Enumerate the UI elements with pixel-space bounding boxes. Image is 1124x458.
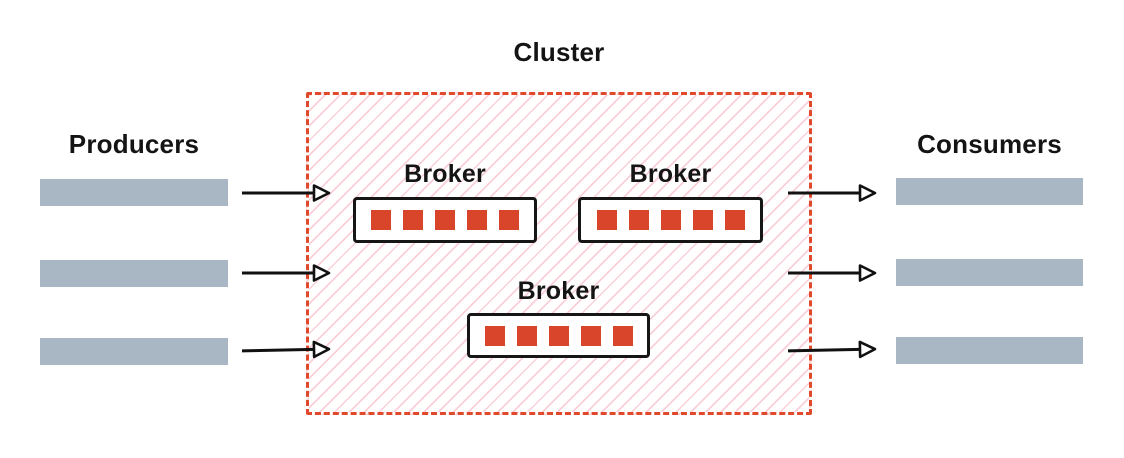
partition-square (467, 210, 487, 230)
partition-square (516, 325, 537, 346)
broker-box (467, 313, 650, 358)
arrow-right-icon (788, 184, 877, 202)
consumers-label: Consumers (917, 129, 1062, 159)
broker-label: Broker (629, 160, 712, 188)
producer-bar (40, 260, 228, 287)
producer-bar (40, 179, 228, 206)
arrow-right-icon (241, 340, 331, 359)
arrow-right-icon (788, 264, 877, 282)
broker-label: Broker (404, 160, 486, 188)
broker-box (578, 197, 763, 243)
partition-square (371, 210, 391, 230)
consumer-bar (896, 337, 1083, 364)
partition-square (724, 210, 745, 230)
partition-square (484, 325, 505, 346)
arrow-right-icon (787, 340, 877, 359)
producer-bar (40, 338, 228, 365)
partition-square (628, 210, 649, 230)
broker-box (353, 197, 537, 243)
partition-square (435, 210, 455, 230)
broker-label: Broker (517, 277, 600, 305)
cluster-boundary (306, 92, 812, 415)
partition-square (580, 325, 601, 346)
consumer-bar (896, 259, 1083, 286)
producers-label: Producers (68, 129, 200, 159)
partition-square (548, 325, 569, 346)
partition-square (596, 210, 617, 230)
cluster-title: Cluster (513, 37, 605, 67)
partition-square (612, 325, 633, 346)
partition-square (499, 210, 519, 230)
partition-square (403, 210, 423, 230)
arrow-right-icon (242, 264, 331, 282)
partition-square (660, 210, 681, 230)
consumer-bar (896, 178, 1083, 205)
arrow-right-icon (242, 184, 331, 202)
partition-square (692, 210, 713, 230)
